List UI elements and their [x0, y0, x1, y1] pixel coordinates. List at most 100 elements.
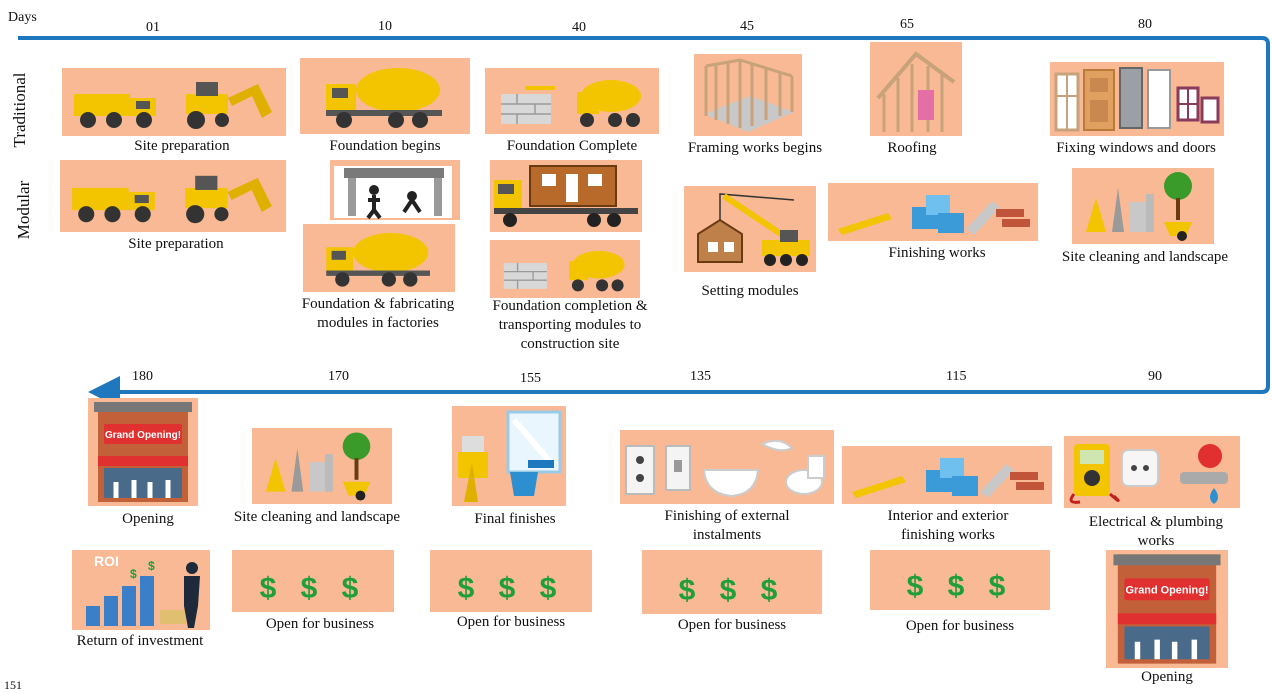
card-interior-exterior-finishing: [842, 446, 1052, 504]
day-label-45: 45: [740, 19, 754, 34]
wall-frame-icon: [704, 58, 794, 132]
roof-frame-icon: [876, 51, 956, 132]
caption-line: Foundation & fabricating: [301, 296, 455, 312]
crane-setting-module-icon: [697, 193, 810, 266]
card-foundation-completion-modular: [490, 240, 640, 298]
caption-foundation-complete: Foundation Complete: [506, 138, 638, 154]
caption-line: instalments: [692, 527, 762, 543]
caption-open-for-business-4: Open for business: [905, 618, 1015, 634]
day-label-180: 180: [132, 369, 153, 384]
caption-line: modules in factories: [317, 315, 439, 331]
caption-site-preparation-modular: Site preparation: [128, 236, 224, 252]
day-label-115: 115: [946, 369, 967, 384]
roi-dollar-sign-small: $: [130, 567, 137, 581]
card-site-preparation-traditional: [62, 68, 286, 136]
grand-opening-sign: Grand Opening!: [1125, 585, 1208, 597]
caption-line: Foundation completion &: [492, 298, 648, 314]
caption-line: Interior and exterior: [887, 508, 1009, 524]
card-site-cleaning-modular: [1072, 168, 1214, 244]
card-framing-works: [694, 54, 802, 136]
caption-roofing: Roofing: [887, 140, 937, 156]
caption-final-finishes: Final finishes: [474, 511, 556, 527]
day-label-135: 135: [690, 369, 711, 384]
card-fixing-windows-doors: [1050, 62, 1224, 136]
caption-line: works: [1137, 533, 1175, 549]
roi-dollar-sign-large: $: [148, 559, 155, 573]
bricks-and-mixer-icon: [503, 250, 625, 292]
cement-mixer-truck-icon: [326, 68, 442, 128]
caption-line: Electrical & plumbing: [1088, 514, 1224, 530]
caption-finishing-works: Finishing works: [888, 245, 986, 261]
caption-opening-modular: Opening: [1141, 669, 1193, 685]
corner-text: 151: [4, 678, 22, 692]
caption-return-of-investment: Return of investment: [76, 633, 204, 649]
card-setting-modules: [684, 186, 816, 272]
card-external-instalments: [620, 430, 834, 504]
card-open-for-business-1: $ $ $: [232, 550, 394, 612]
outlets-and-bathroom-icon: [625, 439, 825, 498]
dump-truck-and-backhoe-icon: [74, 82, 272, 129]
day-label-10: 10: [378, 19, 392, 34]
day-label-65: 65: [900, 17, 914, 32]
caption-external-instalments: Finishing of external instalments: [620, 507, 834, 545]
caption-site-cleaning-modular: Site cleaning and landscape: [1061, 249, 1229, 265]
day-label-155: 155: [520, 371, 541, 386]
cleaning-and-tree-icon: [1086, 172, 1192, 241]
caption-site-preparation-traditional: Site preparation: [134, 138, 230, 154]
caption-opening-traditional: Opening: [122, 511, 174, 527]
card-final-finishes: [452, 406, 566, 506]
card-foundation-complete: [485, 68, 659, 134]
meter-and-valve-icon: [1069, 444, 1228, 504]
finishing-tools-icon: [838, 195, 1030, 235]
card-electrical-plumbing: [1064, 436, 1240, 508]
caption-site-cleaning-traditional: Site cleaning and landscape: [233, 509, 401, 525]
caption-foundation-begins: Foundation begins: [329, 138, 441, 154]
day-label-40: 40: [572, 20, 586, 35]
dump-truck-and-backhoe-icon: [72, 175, 272, 224]
factory-workers-icon: [334, 166, 452, 220]
bricks-and-mixer-icon: [501, 80, 641, 127]
card-roofing: [870, 42, 962, 136]
cement-mixer-truck-icon: [326, 232, 430, 287]
cleaning-and-tree-icon: [265, 432, 371, 501]
day-label-90: 90: [1148, 369, 1162, 384]
day-label-01: 01: [146, 20, 160, 35]
caption-fixing-windows-doors: Fixing windows and doors: [1056, 140, 1216, 156]
card-foundation-modular: [303, 224, 455, 292]
grand-opening-store-icon: Grand Opening!: [1113, 554, 1221, 664]
card-foundation-begins: [300, 58, 470, 134]
days-axis-label: Days: [8, 10, 37, 25]
caption-foundation-fabricating: Foundation & fabricating modules in fact…: [276, 295, 480, 333]
caption-open-for-business-1: Open for business: [265, 616, 375, 632]
caption-framing-works: Framing works begins: [687, 140, 823, 156]
card-open-for-business-4: $ $ $: [870, 550, 1050, 610]
grand-opening-store-icon: Grand Opening!: [94, 402, 192, 502]
paint-and-window-cleaning-icon: [458, 410, 562, 502]
caption-line: transporting modules to: [498, 317, 642, 333]
caption-line: Finishing of external: [664, 508, 790, 524]
card-opening-traditional: Grand Opening!: [88, 398, 198, 506]
card-module-transport: [490, 160, 642, 232]
row-label-modular: Modular: [14, 180, 33, 240]
card-fabricating-modules: [330, 160, 460, 220]
windows-and-doors-icon: [1054, 67, 1220, 132]
card-site-preparation-modular: [60, 160, 286, 232]
card-open-for-business-3: $ $ $: [642, 550, 822, 614]
card-finishing-works: [828, 183, 1038, 241]
card-open-for-business-2: $ $ $: [430, 550, 592, 612]
card-opening-modular: Grand Opening!: [1106, 550, 1228, 668]
day-label-80: 80: [1138, 17, 1152, 32]
caption-line: construction site: [520, 336, 620, 352]
module-truck-icon: [494, 165, 638, 227]
caption-open-for-business-2: Open for business: [456, 614, 566, 630]
card-return-of-investment: ROI $ $: [72, 550, 210, 630]
caption-foundation-transport: Foundation completion & transporting mod…: [470, 297, 670, 354]
roi-sign: ROI: [94, 553, 119, 569]
caption-setting-modules: Setting modules: [701, 283, 799, 299]
caption-interior-exterior-finishing: Interior and exterior finishing works: [850, 507, 1046, 545]
finishing-tools-icon: [852, 458, 1044, 498]
card-site-cleaning-traditional: [252, 428, 392, 504]
caption-line: finishing works: [901, 527, 995, 543]
grand-opening-sign: Grand Opening!: [105, 430, 181, 441]
